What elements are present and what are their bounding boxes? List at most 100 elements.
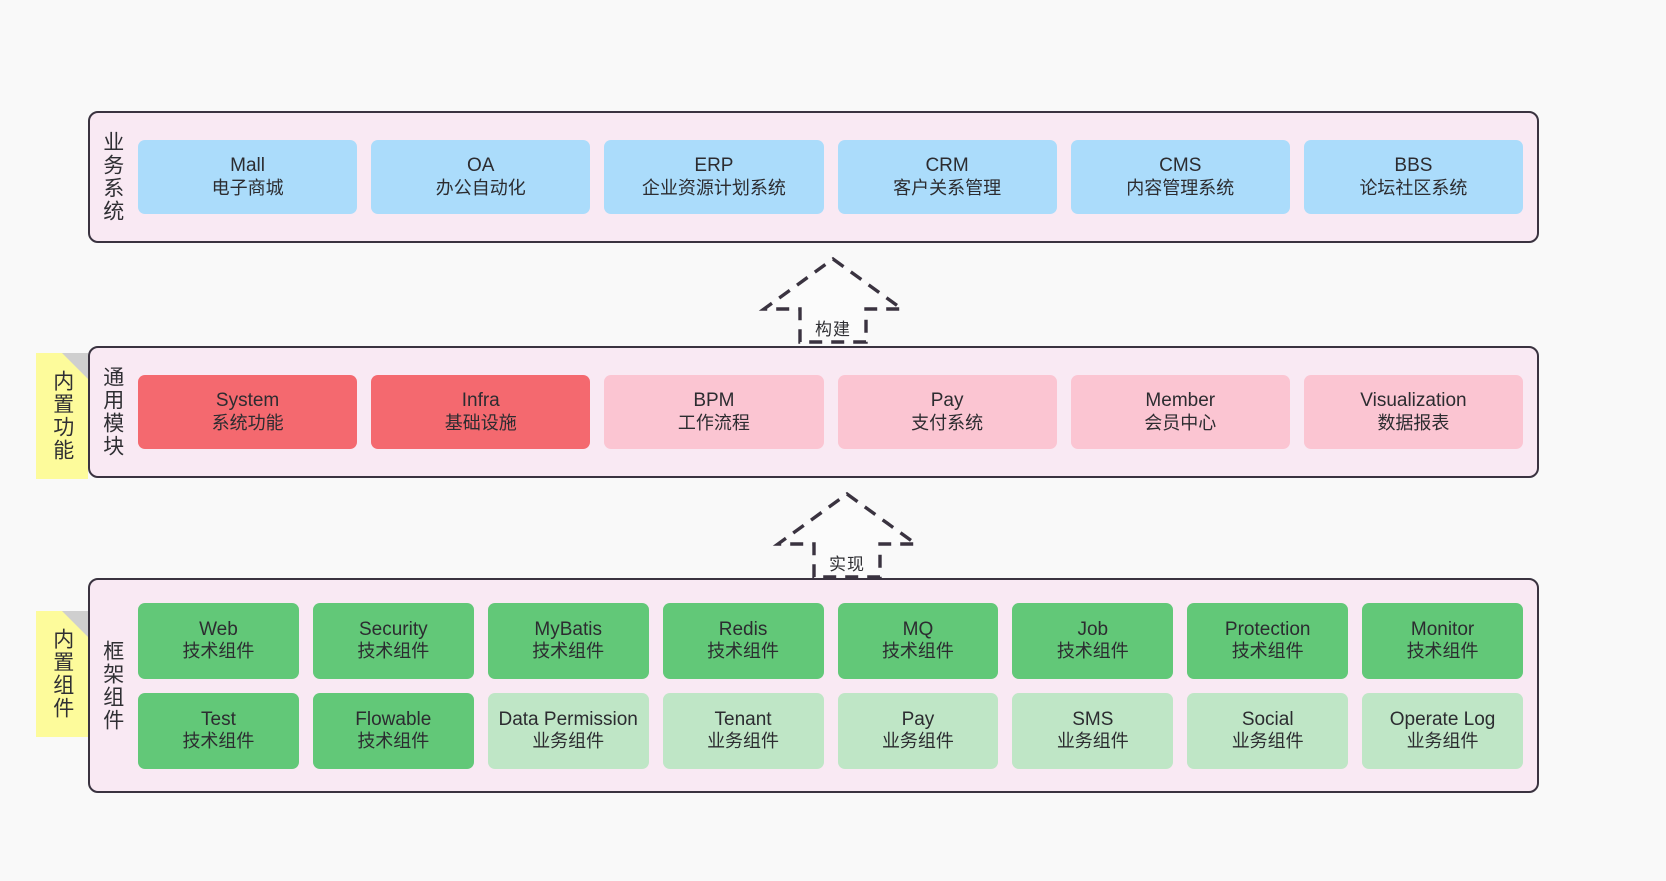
note-label: 内置功能 [50,370,74,462]
card-title: Security [358,618,428,640]
card-mall[interactable]: Mall 电子商城 [138,140,358,214]
layer-title-business-systems: 业务系统 [100,131,124,223]
card-title: Member [1145,390,1216,412]
card-redis[interactable]: Redis 技术组件 [662,602,824,679]
card-pay[interactable]: Pay 支付系统 [837,375,1057,449]
card-title: Mall [230,155,265,177]
card-title: Data Permission [498,708,638,730]
card-subtitle: 技术组件 [1056,641,1129,662]
card-subtitle: 办公自动化 [435,177,526,198]
card-title: OA [467,155,495,177]
card-title: MQ [902,618,934,640]
card-title: Web [199,618,238,640]
card-title: CRM [925,155,969,177]
card-title: Protection [1224,618,1311,640]
card-subtitle: 客户关系管理 [893,177,1002,198]
card-title: Job [1077,618,1109,640]
card-title: Social [1241,708,1294,730]
note-fold-icon [62,611,88,637]
card-subtitle: 业务组件 [1406,731,1479,752]
card-subtitle: 技术组件 [1406,641,1479,662]
layer-framework-components: 框架组件 Web 技术组件 Security 技术组件 MyBatis 技术组件… [88,578,1539,793]
card-title: MyBatis [534,618,602,640]
card-subtitle: 技术组件 [881,641,954,662]
card-subtitle: 技术组件 [357,641,430,662]
card-protection[interactable]: Protection 技术组件 [1187,602,1349,679]
card-row: System 系统功能 Infra 基础设施 BPM 工作流程 Pay 支付系统… [138,375,1524,449]
note-label: 内置组件 [50,628,74,720]
card-subtitle: 业务组件 [1231,731,1304,752]
card-cms[interactable]: CMS 内容管理系统 [1070,140,1290,214]
card-mybatis[interactable]: MyBatis 技术组件 [487,602,649,679]
card-title: Pay [901,708,935,730]
connector-implement-label: 实现 [829,555,865,574]
card-subtitle: 数据报表 [1377,412,1450,433]
card-title: Pay [930,390,964,412]
card-system[interactable]: System 系统功能 [138,375,358,449]
connector-build-label: 构建 [815,320,851,339]
card-flowable[interactable]: Flowable 技术组件 [312,692,474,769]
card-mq[interactable]: MQ 技术组件 [837,602,999,679]
card-member[interactable]: Member 会员中心 [1070,375,1290,449]
card-sms[interactable]: SMS 业务组件 [1012,692,1174,769]
layer-title-common-modules: 通用模块 [100,366,124,458]
card-subtitle: 技术组件 [1231,641,1304,662]
layer-body-common-modules: System 系统功能 Infra 基础设施 BPM 工作流程 Pay 支付系统… [134,348,1537,476]
card-title: ERP [694,155,734,177]
card-subtitle: 技术组件 [182,731,255,752]
card-oa[interactable]: OA 办公自动化 [371,140,591,214]
note-builtin-features: 内置功能 [36,353,88,479]
card-title: Tenant [714,708,772,730]
card-security[interactable]: Security 技术组件 [312,602,474,679]
card-title: Redis [718,618,768,640]
card-title: Test [201,708,236,730]
card-crm[interactable]: CRM 客户关系管理 [837,140,1057,214]
card-pay-business[interactable]: Pay 业务组件 [837,692,999,769]
card-erp[interactable]: ERP 企业资源计划系统 [604,140,824,214]
layer-business-systems: 业务系统 Mall 电子商城 OA 办公自动化 ERP 企业资源计划系统 CRM… [88,111,1539,243]
card-title: Visualization [1360,390,1467,412]
card-tenant[interactable]: Tenant 业务组件 [662,692,824,769]
card-data-permission[interactable]: Data Permission 业务组件 [487,692,649,769]
card-bpm[interactable]: BPM 工作流程 [604,375,824,449]
layer-common-modules: 通用模块 System 系统功能 Infra 基础设施 BPM 工作流程 Pay… [88,346,1539,478]
note-fold-icon [62,353,88,379]
card-social[interactable]: Social 业务组件 [1187,692,1349,769]
card-subtitle: 电子商城 [211,177,284,198]
card-subtitle: 业务组件 [1056,731,1129,752]
card-monitor[interactable]: Monitor 技术组件 [1362,602,1523,679]
card-visualization[interactable]: Visualization 数据报表 [1303,375,1524,449]
card-subtitle: 业务组件 [707,731,780,752]
card-subtitle: 技术组件 [532,641,605,662]
card-title: Infra [461,390,500,412]
card-title: Flowable [355,708,432,730]
card-subtitle: 技术组件 [357,731,430,752]
layer-body-framework-components: Web 技术组件 Security 技术组件 MyBatis 技术组件 Redi… [134,580,1537,791]
note-builtin-components: 内置组件 [36,611,88,737]
card-subtitle: 支付系统 [911,412,984,433]
connector-build-arrow: 构建 [758,253,908,348]
card-subtitle: 工作流程 [677,412,750,433]
card-subtitle: 技术组件 [182,641,255,662]
card-title: System [215,390,280,412]
card-title: BPM [693,390,735,412]
card-test[interactable]: Test 技术组件 [138,692,299,769]
card-subtitle: 论坛社区系统 [1359,177,1468,198]
layer-title-framework-components: 框架组件 [100,639,124,732]
card-title: SMS [1072,708,1114,730]
card-row: Test 技术组件 Flowable 技术组件 Data Permission … [138,692,1523,769]
card-subtitle: 内容管理系统 [1126,177,1235,198]
card-subtitle: 业务组件 [532,731,605,752]
card-subtitle: 技术组件 [707,641,780,662]
card-operate-log[interactable]: Operate Log 业务组件 [1362,692,1523,769]
card-row: Web 技术组件 Security 技术组件 MyBatis 技术组件 Redi… [138,602,1523,679]
card-infra[interactable]: Infra 基础设施 [371,375,591,449]
card-subtitle: 会员中心 [1144,412,1217,433]
card-subtitle: 系统功能 [211,412,284,433]
card-job[interactable]: Job 技术组件 [1012,602,1174,679]
card-bbs[interactable]: BBS 论坛社区系统 [1303,140,1524,214]
card-web[interactable]: Web 技术组件 [138,602,299,679]
card-subtitle: 基础设施 [444,412,517,433]
card-title: Monitor [1410,618,1475,640]
